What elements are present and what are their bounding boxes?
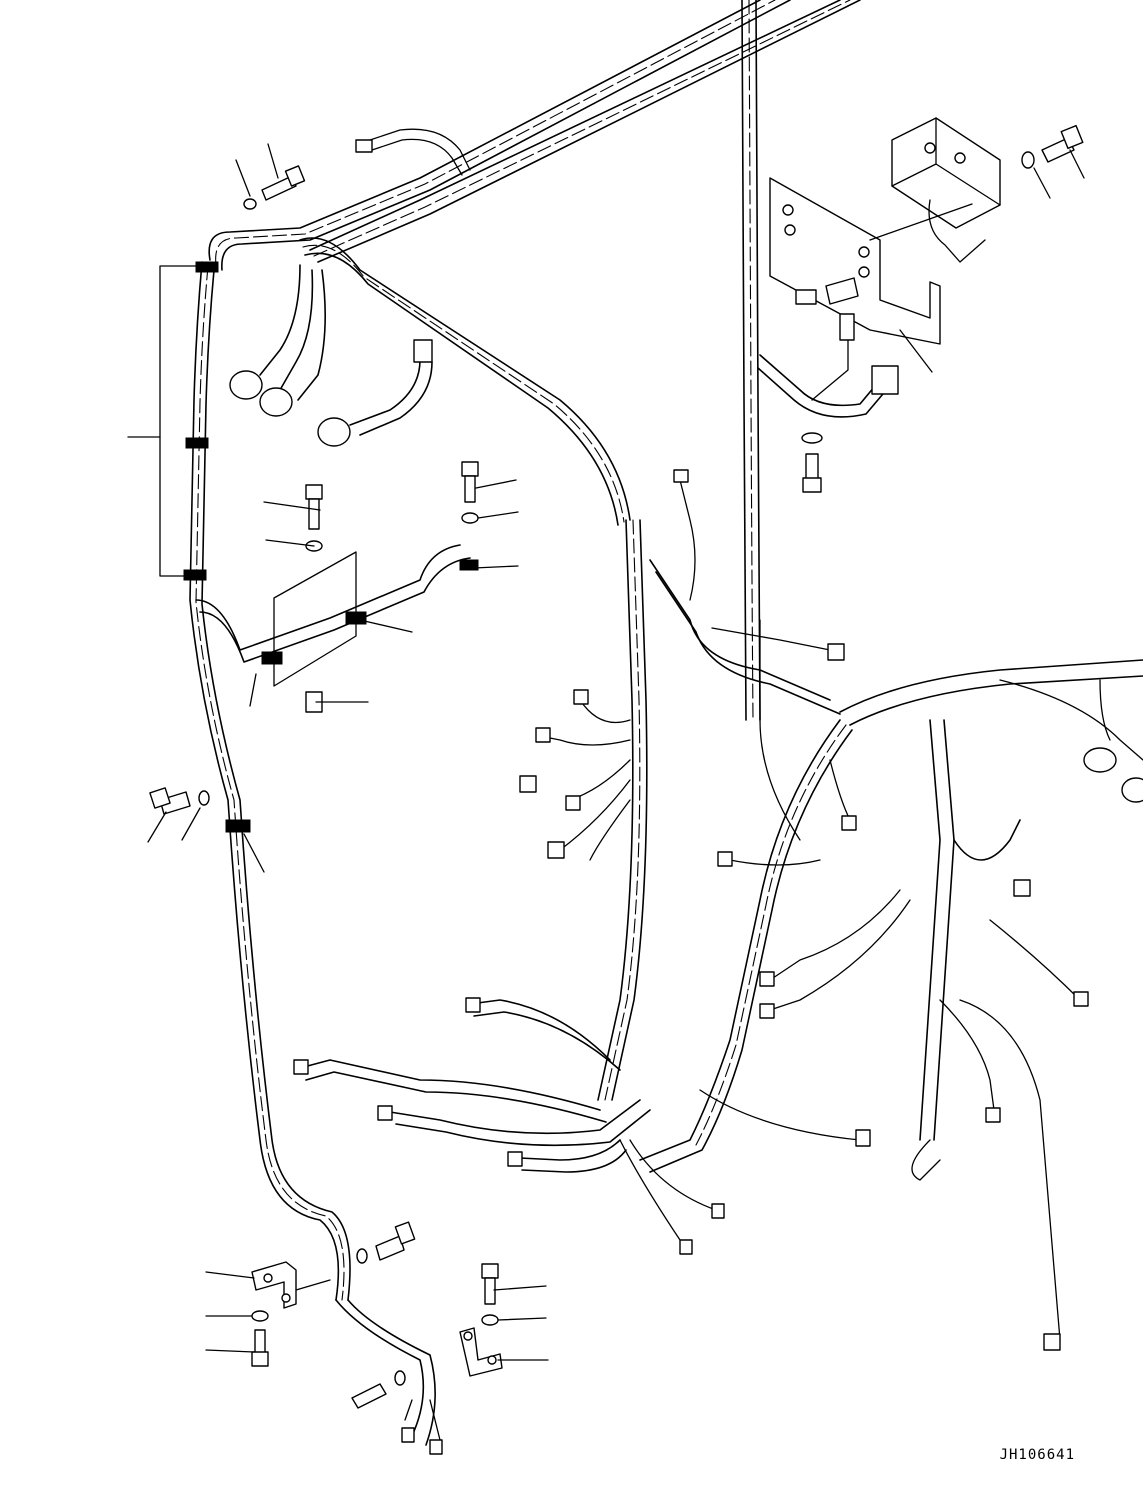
harness-clamp [345, 611, 367, 625]
connector-plug [573, 689, 589, 705]
clamp-group-callout [127, 265, 207, 577]
connector-plug [565, 795, 581, 811]
washer [198, 790, 210, 806]
connector-plug [985, 1107, 1001, 1123]
lower-middle-bracket-set [351, 1263, 549, 1409]
washer [356, 1248, 368, 1264]
branch-wires [293, 619, 1143, 1351]
bolt-washer-set-mid-left [147, 787, 265, 873]
washer [243, 198, 257, 210]
connector-plug [1073, 991, 1089, 1007]
connector-socket [259, 387, 293, 417]
main-harness-trunk [208, 0, 861, 526]
left-vertical-harness [183, 261, 443, 1455]
bolt-head [802, 477, 822, 493]
bolt [261, 175, 297, 201]
connector-plug [827, 643, 845, 661]
connector-plug [1013, 879, 1031, 897]
connector-plug [413, 339, 433, 363]
harness-clamp [261, 651, 283, 665]
bolt-head [305, 484, 323, 500]
control-box-assembly [757, 117, 1001, 493]
connector-plug [465, 997, 481, 1013]
right-vertical-harness [597, 0, 845, 1101]
connector-plug [871, 365, 899, 395]
harness-clamp [185, 437, 209, 449]
connector-plug [547, 841, 565, 859]
sensor-connectors [229, 264, 433, 447]
mounting-bracket [769, 177, 941, 345]
washer [461, 512, 479, 524]
connector-plug [355, 139, 373, 153]
harness-clamp [459, 559, 479, 571]
connector-plug [519, 775, 537, 793]
connector-plug [759, 971, 775, 987]
connector-plug [759, 1003, 775, 1019]
connector-plug [855, 1129, 871, 1147]
connector-plug [377, 1105, 393, 1121]
connector-plug [401, 1427, 415, 1443]
harness-clamp [183, 569, 207, 581]
washer [1021, 151, 1035, 169]
bolt [254, 1329, 266, 1355]
bolt [159, 791, 191, 815]
connector-plug [1043, 1333, 1061, 1351]
clip-plate-group [195, 461, 519, 713]
connector-socket [229, 370, 263, 400]
drawing-reference-code: JH106641 [999, 1447, 1075, 1463]
bolt-head [481, 1263, 499, 1279]
connector-socket [1121, 777, 1143, 803]
bolt [375, 1235, 405, 1261]
washer [481, 1314, 499, 1326]
connector-plug [841, 815, 857, 831]
bolt-head [461, 461, 479, 477]
bolt [308, 498, 320, 530]
lower-left-bracket-set [205, 1221, 416, 1367]
spacer-collar [839, 313, 855, 341]
connector-plug [293, 1059, 309, 1075]
bolt [464, 475, 476, 503]
washer [394, 1370, 406, 1386]
control-box [891, 117, 1001, 229]
connector-plug [507, 1151, 523, 1167]
washer [801, 432, 823, 444]
connector-socket [1083, 747, 1117, 773]
bolt-head [251, 1351, 269, 1367]
washer [251, 1310, 269, 1322]
bolt-washer-set-top-left [235, 143, 306, 210]
bolt [805, 453, 819, 481]
connector-socket [317, 417, 351, 447]
bolt-washer-set-top-right [1021, 124, 1085, 199]
connector-plug [535, 727, 551, 743]
connector-plug [679, 1239, 693, 1255]
connector-plug [673, 469, 689, 483]
connector-plug [711, 1203, 725, 1219]
harness-clamp [195, 261, 219, 273]
connector-plug [429, 1439, 443, 1455]
bolt [484, 1277, 496, 1305]
bolt [351, 1383, 387, 1409]
connector-plug [717, 851, 733, 867]
harness-clamp [225, 819, 251, 833]
